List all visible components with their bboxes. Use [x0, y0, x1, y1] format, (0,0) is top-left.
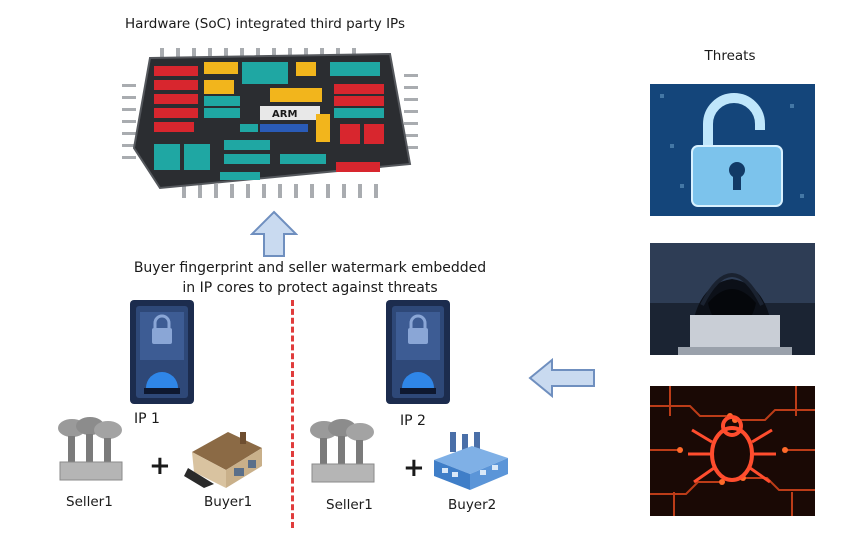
caption-line-1: Buyer fingerprint and seller watermark e… — [133, 260, 487, 276]
soc-title: Hardware (SoC) integrated third party IP… — [125, 16, 405, 32]
soc-chip-icon: ARM — [122, 48, 418, 198]
arrow-up-icon — [250, 210, 298, 257]
factory-icon — [58, 417, 123, 481]
plus-sign: + — [403, 453, 425, 483]
industrial-plant-icon — [434, 432, 508, 490]
ip-core-icon — [130, 300, 194, 404]
factory-icon — [310, 419, 375, 483]
buyer2-label: Buyer2 — [448, 497, 497, 513]
ip2-label: IP 2 — [400, 413, 426, 429]
caption-line-2: in IP cores to protect against threats — [182, 280, 438, 296]
threats-title: Threats — [704, 48, 756, 64]
hacker-icon — [650, 243, 815, 355]
ip-core-icon — [386, 300, 450, 404]
seller1-label-right: Seller1 — [326, 497, 373, 513]
unlocked-padlock-icon — [650, 84, 815, 216]
seller1-label: Seller1 — [66, 494, 113, 510]
protection-caption: Buyer fingerprint and seller watermark e… — [40, 258, 580, 298]
plus-sign: + — [149, 451, 171, 481]
group-divider — [291, 300, 294, 528]
arrow-left-icon — [528, 358, 595, 398]
buyer1-label: Buyer1 — [204, 494, 253, 510]
house-icon — [184, 432, 262, 488]
circuit-bug-icon — [650, 386, 815, 516]
ip1-label: IP 1 — [134, 411, 160, 427]
arm-block-label: ARM — [272, 109, 297, 120]
